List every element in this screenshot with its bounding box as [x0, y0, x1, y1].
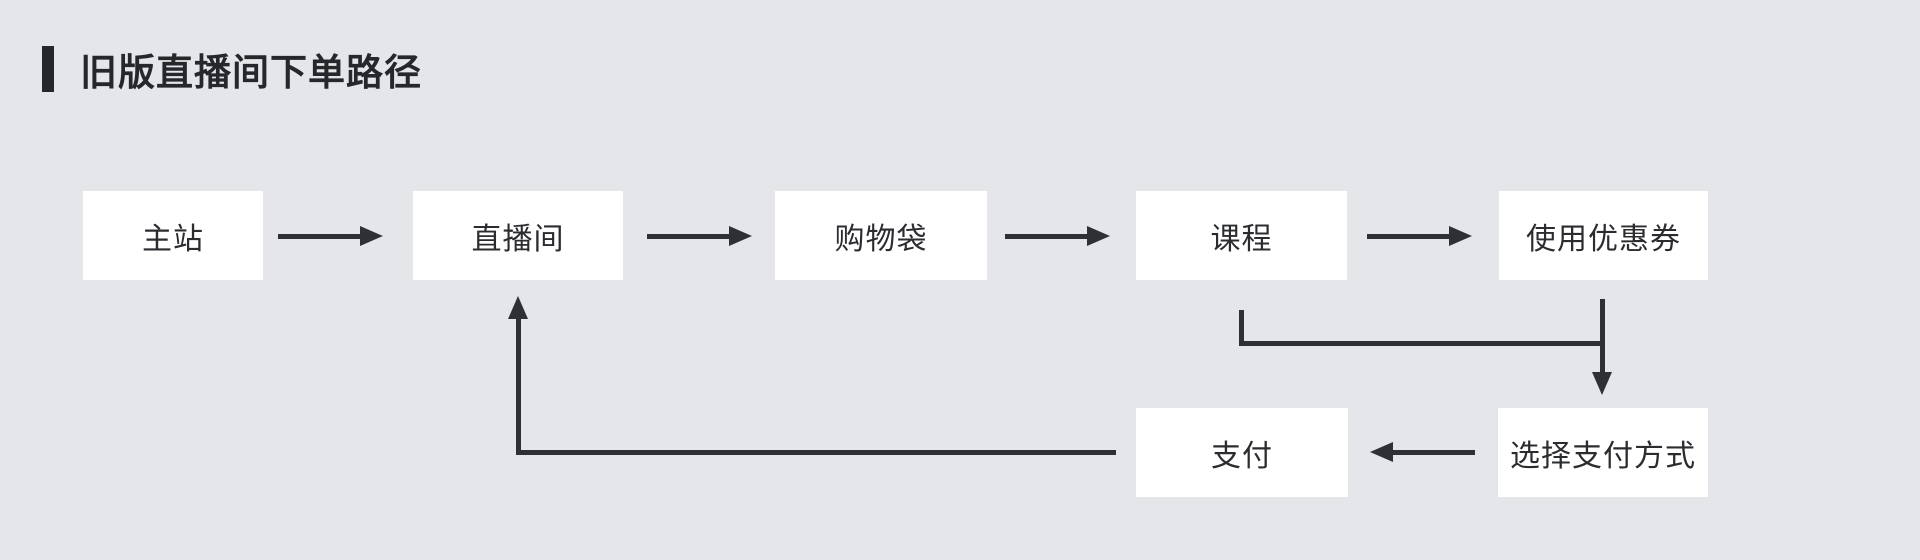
arrow-shaft — [1005, 233, 1087, 239]
flow-node-shopping-bag: 购物袋 — [775, 191, 987, 280]
arrow-course-to-use-coupon — [1367, 226, 1472, 246]
arrow-main-site-to-live-room — [278, 226, 383, 246]
arrow-choose-payment-to-pay — [1370, 442, 1475, 462]
flow-node-pay: 支付 — [1136, 408, 1348, 497]
arrow-shaft — [1393, 449, 1475, 455]
connector-pay-return-horizontal — [516, 450, 1116, 455]
arrow-shaft — [278, 233, 360, 239]
arrow-right-icon — [360, 226, 383, 246]
flow-node-choose-payment: 选择支付方式 — [1498, 408, 1708, 497]
arrow-shaft — [647, 233, 729, 239]
arrow-up-icon — [508, 296, 528, 319]
flow-node-main-site: 主站 — [83, 191, 263, 280]
arrow-down-icon — [1592, 372, 1612, 395]
title-accent-bar — [42, 46, 54, 92]
arrow-right-icon — [729, 226, 752, 246]
connector-pay-return-vertical — [516, 318, 521, 455]
flow-node-course: 课程 — [1136, 191, 1347, 280]
arrow-left-icon — [1370, 442, 1393, 462]
title-row: 旧版直播间下单路径 — [42, 42, 422, 96]
connector-course-branch-horizontal — [1239, 341, 1605, 346]
arrow-right-icon — [1449, 226, 1472, 246]
connector-course-branch-vertical — [1239, 310, 1244, 346]
flow-node-use-coupon: 使用优惠券 — [1499, 191, 1708, 280]
arrow-shaft — [1367, 233, 1449, 239]
connector-use-coupon-down-vertical — [1600, 299, 1605, 374]
page-title: 旧版直播间下单路径 — [80, 52, 422, 93]
arrow-live-room-to-shopping-bag — [647, 226, 752, 246]
arrow-shopping-bag-to-course — [1005, 226, 1110, 246]
flow-node-live-room: 直播间 — [413, 191, 623, 280]
arrow-right-icon — [1087, 226, 1110, 246]
